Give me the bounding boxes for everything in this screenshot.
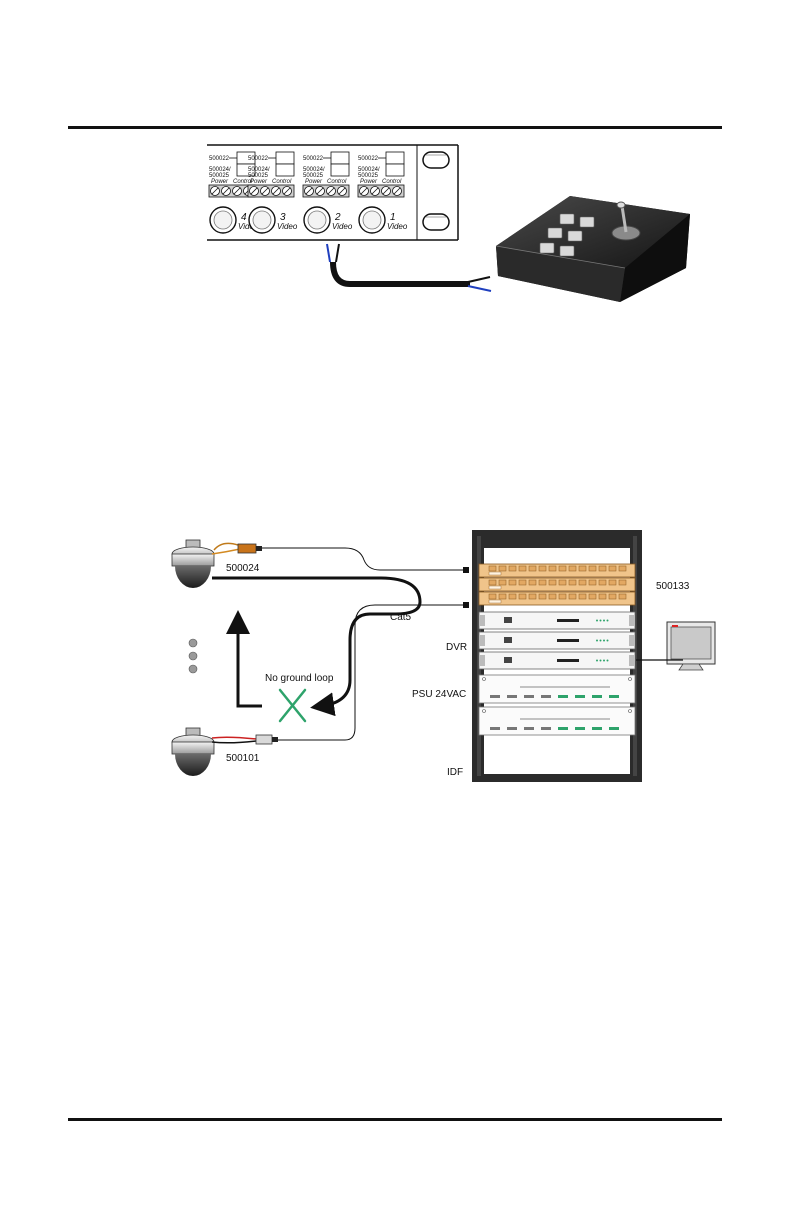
cable-type-label: Cat5 xyxy=(390,612,412,623)
patch-port xyxy=(569,594,576,599)
patch-port xyxy=(579,566,586,571)
rack-ear-hole-bottom xyxy=(423,214,449,230)
loop-arrow-lower xyxy=(238,622,262,706)
patch-port xyxy=(559,566,566,571)
patch-port xyxy=(609,566,616,571)
channel-control-label: Control xyxy=(382,179,402,185)
wire-camera-top xyxy=(262,548,466,570)
patch-port xyxy=(529,580,536,585)
channel-control-label: Control xyxy=(272,179,292,185)
rack-icon xyxy=(472,530,642,782)
channel-video-label: Video xyxy=(277,222,298,231)
patch-port xyxy=(519,566,526,571)
patch-port xyxy=(539,566,546,571)
patch-port xyxy=(599,566,606,571)
patch-port xyxy=(499,580,506,585)
dvr-units xyxy=(479,612,635,669)
patch-port xyxy=(539,594,546,599)
bottom-figure: 500024 500101 Cat5 No ground loop 500133… xyxy=(172,530,715,782)
patch-port xyxy=(619,580,626,585)
dome-camera-icon xyxy=(172,728,214,776)
patch-port xyxy=(489,594,496,599)
channel-control-label: Control xyxy=(327,179,347,185)
patch-port xyxy=(499,594,506,599)
top-figure: 500022500024/500025PowerControl4Video500… xyxy=(207,145,690,302)
psu-unit xyxy=(479,707,635,735)
patch-port xyxy=(579,594,586,599)
video-balun-icon xyxy=(212,735,278,744)
patch-port xyxy=(489,566,496,571)
patch-port xyxy=(599,594,606,599)
patch-port xyxy=(509,594,516,599)
dvr-unit xyxy=(479,632,635,649)
camera-top-model-label: 500024 xyxy=(226,563,260,574)
psu-unit xyxy=(479,675,635,703)
channel-model-a: 500022 xyxy=(358,156,379,162)
cross-mark-icon xyxy=(280,690,305,721)
patch-port xyxy=(519,594,526,599)
patch-port xyxy=(599,580,606,585)
channel-model-a: 500022 xyxy=(209,156,230,162)
patch-port xyxy=(609,594,616,599)
patch-port xyxy=(609,580,616,585)
patch-port xyxy=(549,580,556,585)
psu-label: PSU 24VAC xyxy=(412,689,466,700)
channel-model-a: 500022 xyxy=(303,156,324,162)
dvr-unit xyxy=(479,652,635,669)
idf-label: IDF xyxy=(447,767,463,778)
patch-port xyxy=(559,580,566,585)
patch-panel-model-label: 500133 xyxy=(656,581,690,592)
camera-bottom-model-label: 500101 xyxy=(226,753,260,764)
patch-port xyxy=(569,566,576,571)
channel-power-label: Power xyxy=(305,179,323,185)
channel-power-label: Power xyxy=(250,179,268,185)
patch-port xyxy=(589,566,596,571)
patch-panels xyxy=(479,564,635,605)
loop-arrow-upper xyxy=(212,578,420,706)
no-ground-loop-label: No ground loop xyxy=(265,673,334,684)
patch-port xyxy=(489,580,496,585)
patch-port xyxy=(539,580,546,585)
patch-port xyxy=(509,566,516,571)
patch-panel xyxy=(479,578,635,591)
patch-port xyxy=(619,566,626,571)
patch-port xyxy=(509,580,516,585)
patch-port xyxy=(559,594,566,599)
patch-port xyxy=(569,580,576,585)
continuation-dots-icon xyxy=(189,639,197,673)
control-cable xyxy=(327,244,491,291)
video-balun-icon xyxy=(212,543,262,554)
channel-power-label: Power xyxy=(211,179,229,185)
dvr-unit xyxy=(479,612,635,629)
monitor-icon xyxy=(636,622,715,670)
patch-port xyxy=(619,594,626,599)
ptz-keyboard-icon xyxy=(496,196,690,302)
patch-port xyxy=(529,594,536,599)
channel-video-label: Video xyxy=(387,222,408,231)
patch-port xyxy=(579,580,586,585)
patch-port xyxy=(529,566,536,571)
patch-port xyxy=(519,580,526,585)
patch-port xyxy=(589,580,596,585)
patch-port xyxy=(499,566,506,571)
patch-panel xyxy=(479,592,635,605)
channel-video-label: Video xyxy=(332,222,353,231)
patch-port xyxy=(589,594,596,599)
channel-model-a: 500022 xyxy=(248,156,269,162)
patch-port xyxy=(549,594,556,599)
dvr-label: DVR xyxy=(446,642,467,653)
dome-camera-icon xyxy=(172,540,214,588)
rack-ear-hole-top xyxy=(423,152,449,168)
channel-power-label: Power xyxy=(360,179,378,185)
patch-port xyxy=(549,566,556,571)
patch-panel xyxy=(479,564,635,577)
